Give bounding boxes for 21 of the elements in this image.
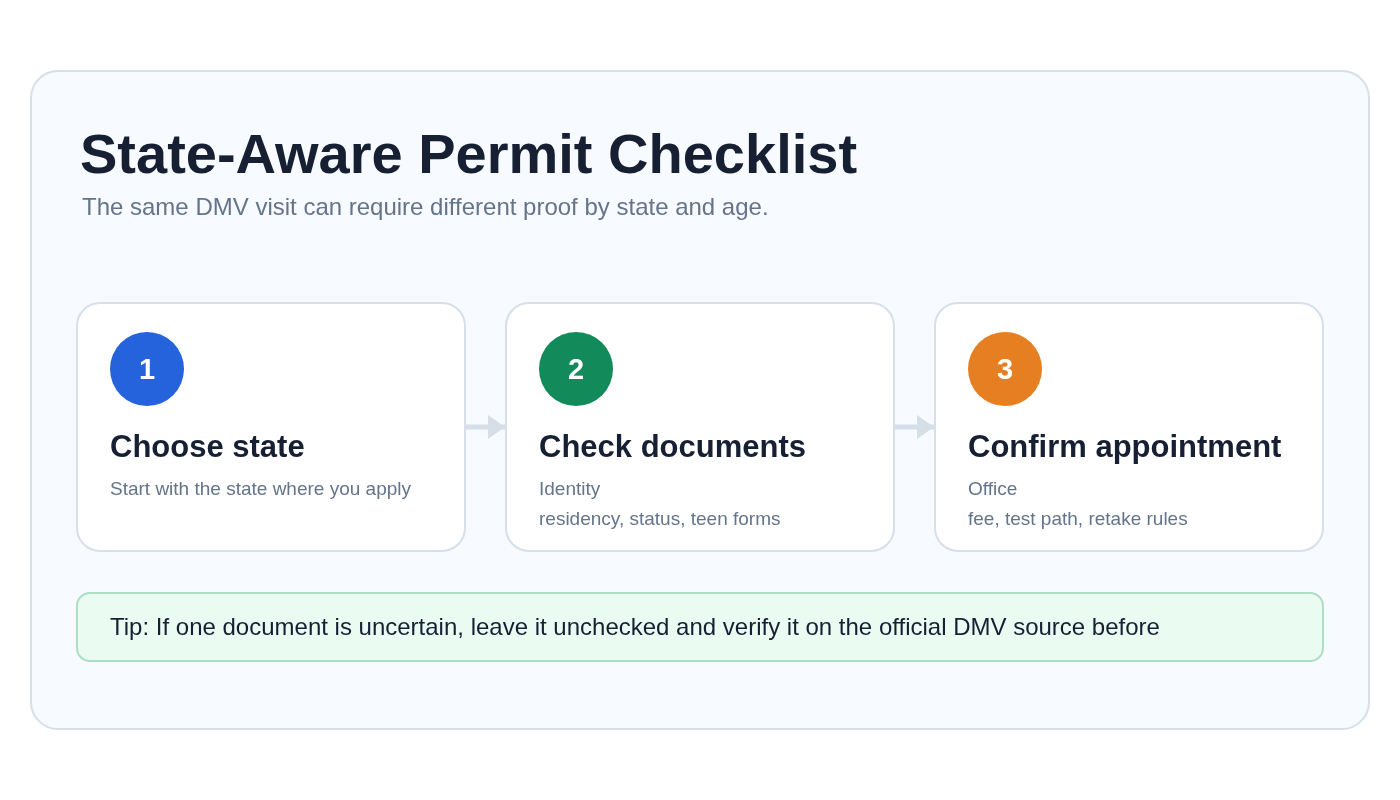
tip-text: Tip: If one document is uncertain, leave it unchecked and verify it on the official DMV source before: [110, 612, 1161, 642]
step-description: Start with the state where you apply: [110, 477, 412, 501]
step-card: [76, 302, 466, 552]
title: State-Aware Permit Checklist: [80, 122, 858, 186]
step-description: residency, status, teen forms: [539, 507, 782, 531]
step-title: Check documents: [539, 428, 807, 466]
step-description: fee, test path, retake rules: [968, 507, 1189, 531]
step-title: Confirm appointment: [968, 428, 1283, 466]
tip-panel: [76, 592, 1324, 662]
step-card: [934, 302, 1324, 552]
subtitle: The same DMV visit can require different proof by state and age.: [82, 192, 769, 222]
step-number: 1: [110, 332, 184, 406]
arrow: [895, 418, 934, 436]
step-card: [505, 302, 895, 552]
step-description: Office: [968, 477, 1019, 501]
step-title: Choose state: [110, 428, 306, 466]
panel-card: [30, 70, 1370, 730]
arrow: [466, 418, 505, 436]
step-number: 3: [968, 332, 1042, 406]
step-description: Identity: [539, 477, 602, 501]
step-number: 2: [539, 332, 613, 406]
